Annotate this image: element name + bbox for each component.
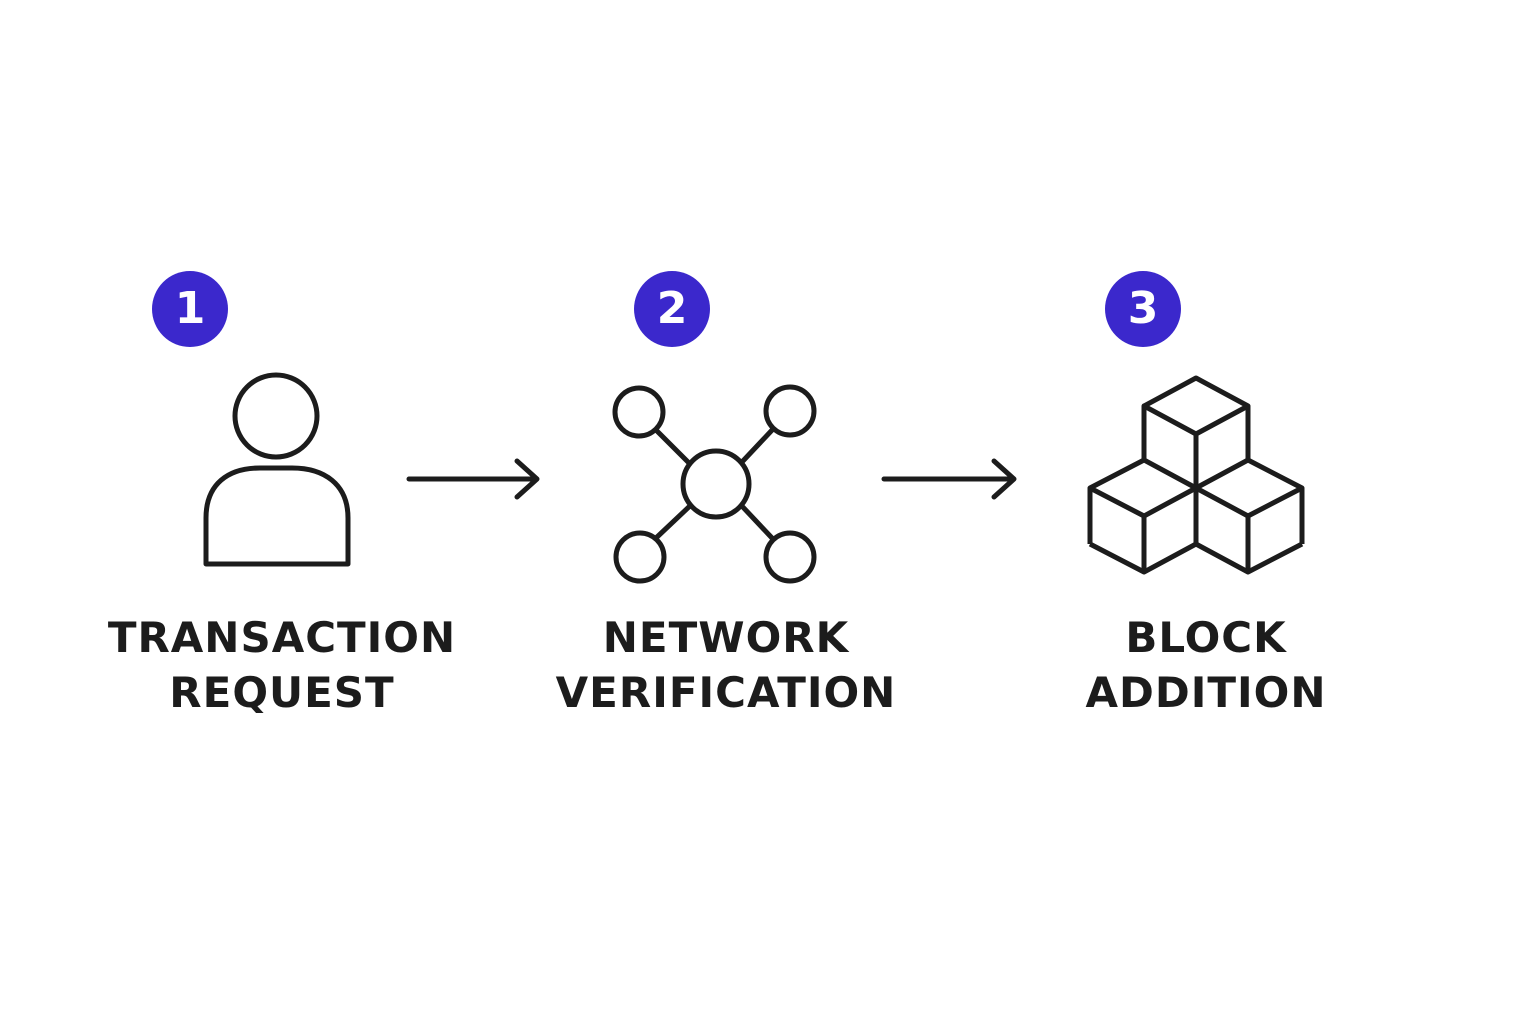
step-1-label-line2: REQUEST (169, 668, 395, 717)
step-1-label: TRANSACTION REQUEST (82, 610, 482, 720)
step-2-label: NETWORK VERIFICATION (526, 610, 926, 720)
step-1-badge: 1 (152, 271, 228, 347)
step-2-label-line2: VERIFICATION (555, 668, 897, 717)
step-3-label: BLOCK ADDITION (1006, 610, 1406, 720)
network-icon (604, 376, 828, 594)
blocks-icon (1082, 372, 1310, 582)
step-2-badge: 2 (634, 271, 710, 347)
step-2-label-line1: NETWORK (602, 613, 850, 662)
arrow-right-icon (405, 455, 545, 509)
user-icon (196, 368, 360, 574)
arrow-right-icon (880, 455, 1020, 509)
step-3-label-line2: ADDITION (1085, 668, 1327, 717)
step-3-badge: 3 (1105, 271, 1181, 347)
step-3-label-line1: BLOCK (1125, 613, 1287, 662)
step-1-label-line1: TRANSACTION (107, 613, 457, 662)
